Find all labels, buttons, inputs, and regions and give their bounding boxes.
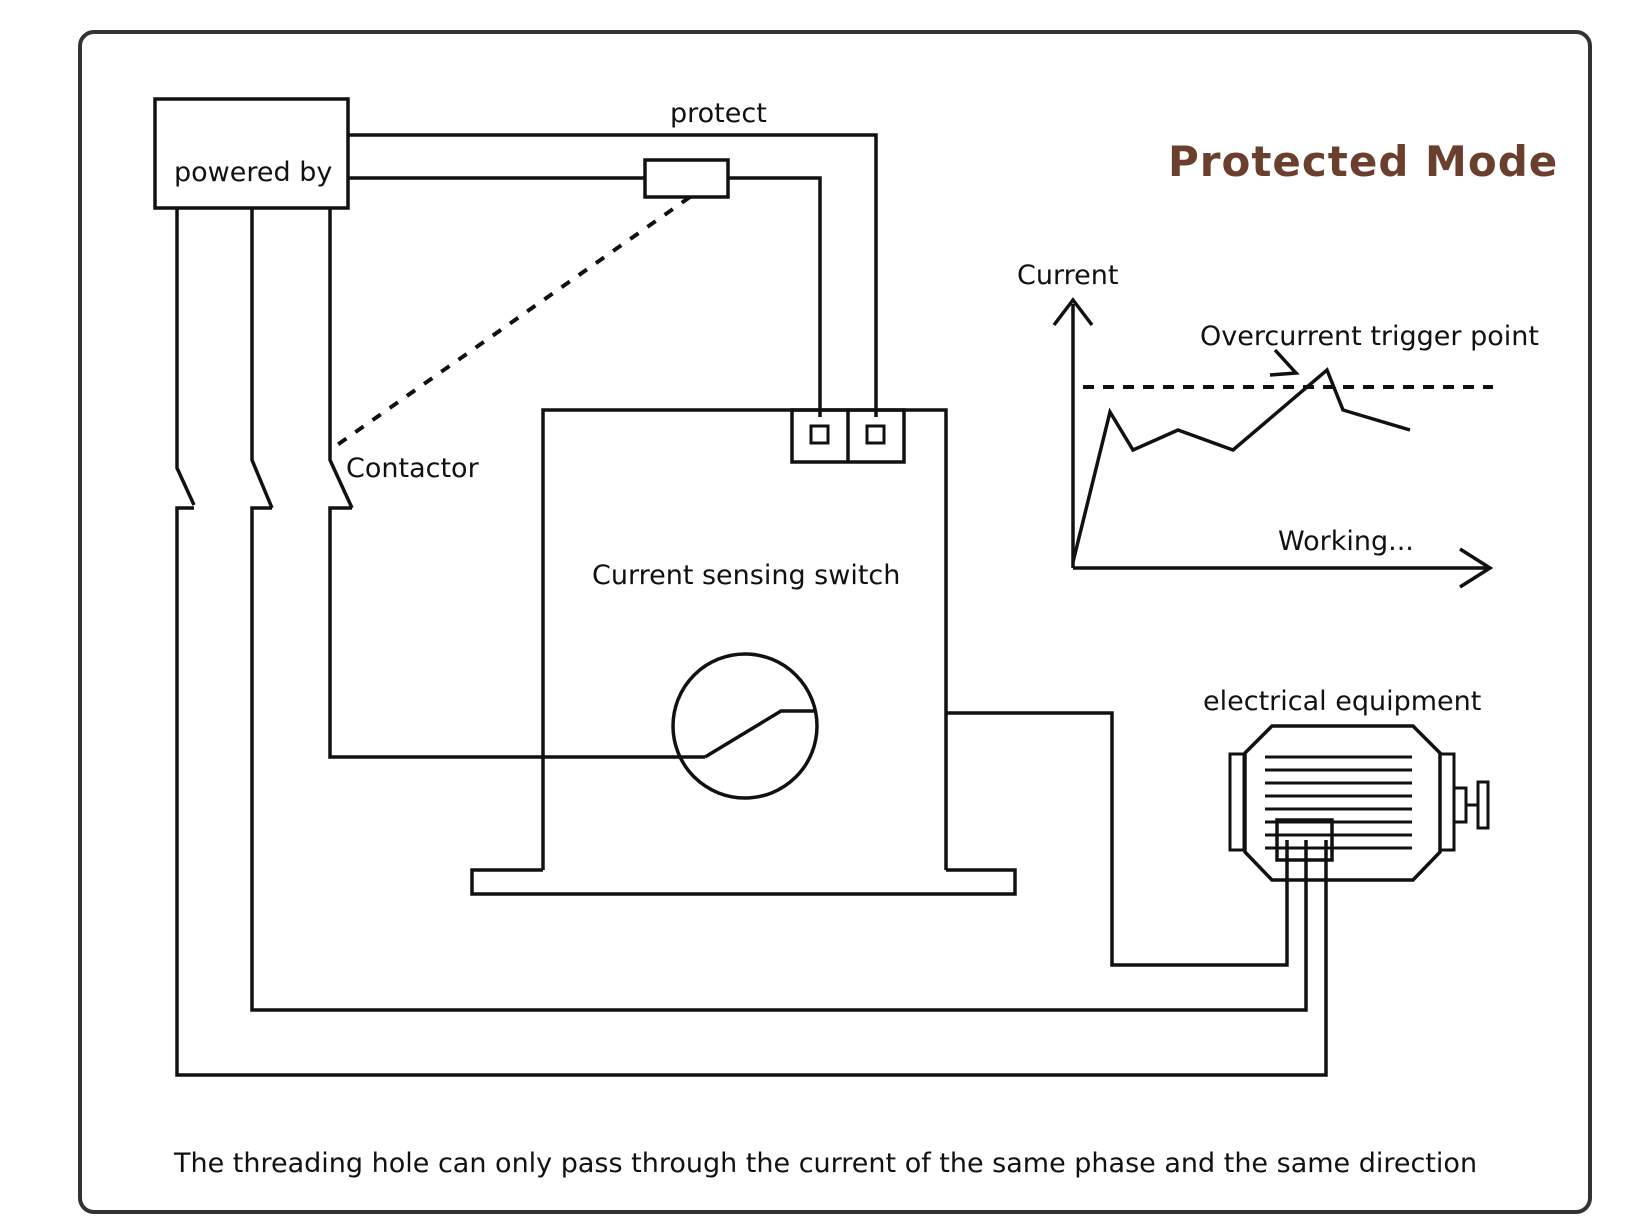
current-curve <box>1071 367 1411 563</box>
power-supply-label: powered by <box>174 157 332 188</box>
trigger-pointer-arrow <box>1269 348 1300 377</box>
graph-x-label: Working... <box>1278 526 1414 557</box>
equipment-label: electrical equipment <box>1203 686 1481 717</box>
contactor-coil <box>643 158 730 199</box>
phase-3-lower <box>328 506 705 759</box>
sensing-switch-label: Current sensing switch <box>592 560 900 591</box>
sensing-switch-base <box>470 868 1017 896</box>
graph-y-label: Current <box>1017 260 1118 291</box>
mechanical-link-dashed <box>328 195 692 452</box>
graph-x-arrowhead <box>1459 547 1494 589</box>
motor-icon <box>1228 724 1490 882</box>
outer-frame <box>78 30 1592 1214</box>
contactor-label: Contactor <box>346 453 480 484</box>
diagram-title: Protected Mode <box>1168 137 1558 186</box>
sensing-switch-body <box>541 408 948 870</box>
terminal-2 <box>865 424 886 445</box>
phase-1-lower <box>175 506 1328 1077</box>
phase-2-lower <box>250 506 1308 1012</box>
threading-hole <box>671 652 819 800</box>
protect-label: protect <box>670 98 767 129</box>
protect-wire-lower-right <box>728 176 822 417</box>
phase-3-upper <box>328 208 354 509</box>
phase-2-upper <box>250 208 274 509</box>
footer-note: The threading hole can only pass through… <box>173 1148 1477 1179</box>
trigger-point-label: Overcurrent trigger point <box>1200 321 1539 352</box>
switch-output-wire <box>946 711 1289 967</box>
protect-wire-upper <box>348 133 878 417</box>
phase-1-upper <box>175 208 196 506</box>
switch-blade <box>704 709 815 759</box>
terminal-1 <box>809 424 830 445</box>
graph-y-arrowhead <box>1052 297 1094 327</box>
